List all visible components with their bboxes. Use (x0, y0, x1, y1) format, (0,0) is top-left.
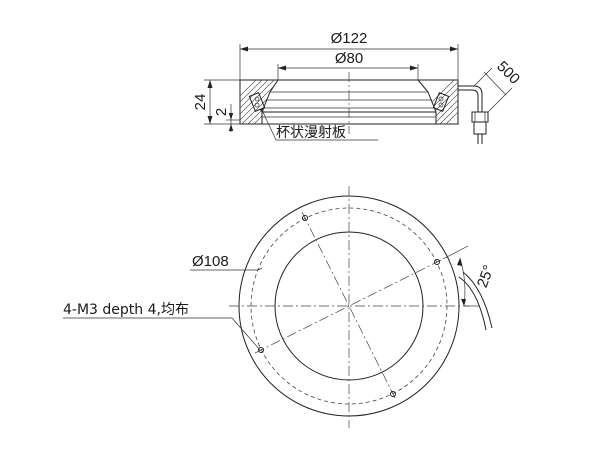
dim-outer-diameter: Ø122 (331, 30, 368, 47)
mount-hole-2 (434, 259, 440, 265)
dim-step: 2 (213, 108, 230, 116)
dim-angle: 25° (474, 263, 498, 290)
dim-line-cable (483, 71, 507, 96)
dim-inner-diameter: Ø80 (335, 50, 363, 67)
mount-hole-1 (302, 215, 308, 221)
dim-height: 24 (192, 94, 209, 111)
part-leader (261, 109, 277, 141)
mount-hole-3 (390, 391, 396, 397)
part-label: 杯状漫射板 (276, 125, 346, 141)
led-left (248, 92, 266, 112)
cable (458, 85, 489, 144)
led-right (432, 92, 450, 112)
hole-axis-1 (301, 211, 397, 401)
dim-cable-length: 500 (493, 58, 523, 88)
top-view: Ø108 25° 4-M3 depth 4,均布 (63, 186, 498, 428)
dim-bolt-circle: Ø108 (192, 253, 229, 270)
hole-axis-2 (254, 258, 444, 354)
top-cable (458, 271, 493, 331)
mount-hole-4 (258, 347, 264, 353)
hole-note: 4-M3 depth 4,均布 (63, 302, 189, 318)
cup-right-edge (417, 79, 437, 124)
side-view: Ø122 Ø80 24 2 (192, 30, 523, 144)
